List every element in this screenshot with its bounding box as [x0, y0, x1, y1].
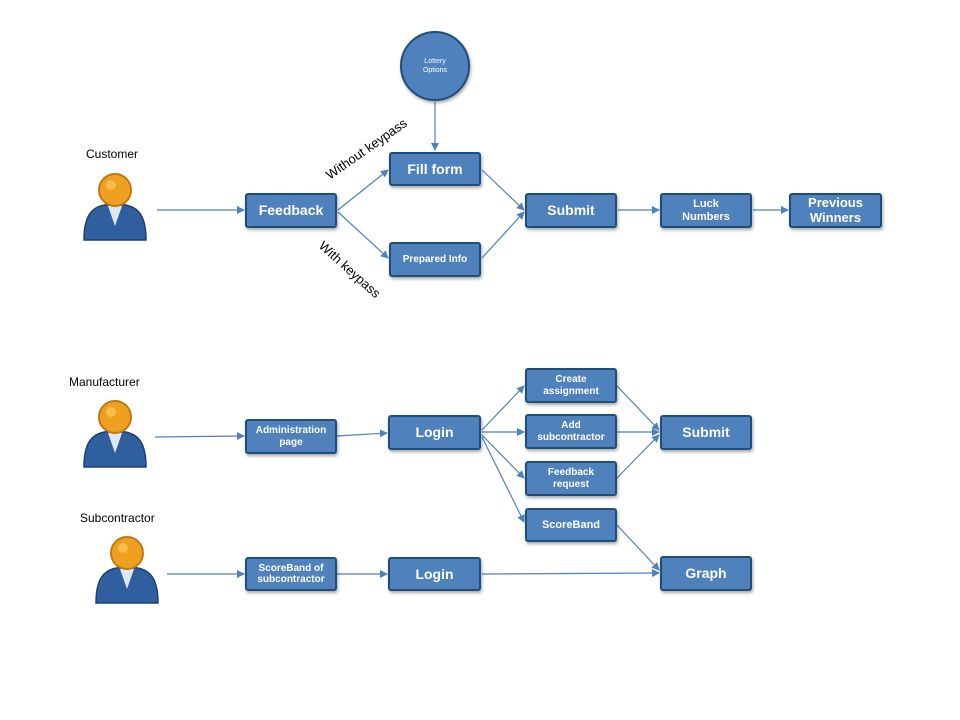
arrow-login-graph [481, 569, 660, 578]
previous-winners-node[interactable]: Previous Winners [789, 193, 882, 228]
administration-page-node[interactable]: Administration page [245, 419, 337, 454]
manufacturer-login-node[interactable]: Login [388, 415, 481, 450]
customer-actor-icon [83, 173, 147, 241]
feedback-node[interactable]: Feedback [245, 193, 337, 228]
manufacturer-actor-icon [83, 400, 147, 468]
subcontractor-actor-icon [95, 536, 159, 604]
arrow-feedback-preparedinfo [337, 211, 389, 259]
scoreband-node[interactable]: ScoreBand [525, 508, 617, 542]
prepared-info-node[interactable]: Prepared Info [389, 242, 481, 277]
arrow-feedbackreq-submit [616, 434, 660, 479]
actor-label-customer: Customer [86, 147, 139, 161]
actor-label-subcontractor: Subcontractor [80, 511, 155, 525]
luck-numbers-node[interactable]: Luck Numbers [660, 193, 752, 228]
create-assignment-node[interactable]: Create assignment [525, 368, 617, 403]
customer-submit-node[interactable]: Submit [525, 193, 617, 228]
subcontractor-login-node[interactable]: Login [388, 557, 481, 591]
manufacturer-submit-node[interactable]: Submit [660, 415, 752, 450]
scoreband-of-subcontractor-node[interactable]: ScoreBand of subcontractor [245, 557, 337, 591]
arrow-manufacturer-admin [154, 432, 245, 441]
arrow-login-create [481, 385, 525, 431]
lottery-options-node[interactable]: Lottery Options [400, 31, 470, 101]
arrow-login-feedbackreq [481, 434, 525, 479]
arrow-preparedinfo-submit [481, 211, 525, 259]
arrow-fillform-submit [481, 169, 525, 211]
arrow-login-scoreband [481, 436, 525, 523]
arrow-admin-login [336, 429, 388, 438]
graph-node[interactable]: Graph [660, 556, 752, 591]
arrow-feedback-fillform [337, 169, 389, 211]
arrow-create-submit [616, 385, 660, 431]
actor-label-manufacturer: Manufacturer [69, 375, 140, 389]
add-subcontractor-node[interactable]: Add subcontractor [525, 414, 617, 449]
fill-form-node[interactable]: Fill form [389, 152, 481, 186]
arrow-scoreband-graph [616, 524, 660, 571]
feedback-request-node[interactable]: Feedback request [525, 461, 617, 496]
